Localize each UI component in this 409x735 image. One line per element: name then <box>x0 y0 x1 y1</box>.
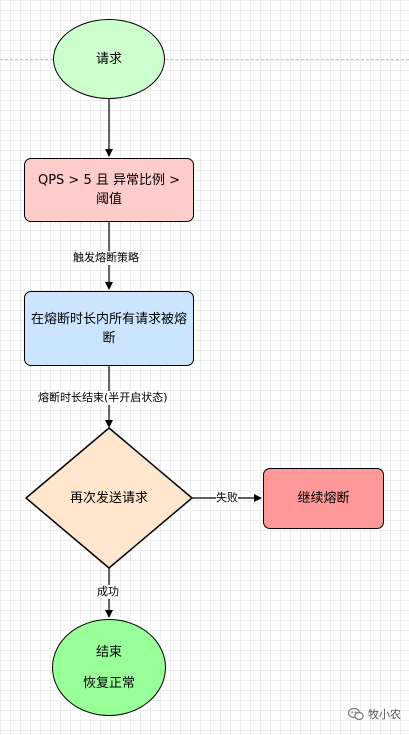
edge-label-trigger: 触发熔断策略 <box>73 251 139 265</box>
edge-label-success: 成功 <box>97 585 119 599</box>
wechat-icon <box>348 707 364 721</box>
condition-node-label: QPS > 5 且 异常比例 > 阈值 <box>37 173 181 207</box>
request-node: 请求 <box>53 19 165 99</box>
retry-diamond-shape <box>24 427 194 569</box>
end-node: 结束 恢复正常 <box>52 619 166 716</box>
page-divider <box>0 59 409 60</box>
request-node-label: 请求 <box>95 51 122 67</box>
edge-label-fail: 失败 <box>216 491 238 505</box>
retry-node-label-wrap: 再次发送请求 <box>50 488 168 508</box>
edge-label-duration-end: 熔断时长结束(半开启状态) <box>38 391 168 405</box>
retry-node-label: 再次发送请求 <box>69 490 148 506</box>
watermark: 牧小农 <box>348 706 401 722</box>
circuit-open-node-label: 在熔断时长内所有请求被熔断 <box>30 311 187 346</box>
condition-node: QPS > 5 且 异常比例 > 阈值 <box>24 158 194 222</box>
watermark-text: 牧小农 <box>368 708 401 721</box>
continue-break-node-label: 继续熔断 <box>297 491 350 506</box>
circuit-open-node: 在熔断时长内所有请求被熔断 <box>24 291 194 366</box>
end-node-title: 结束 <box>95 644 122 660</box>
end-node-subtitle: 恢复正常 <box>82 675 135 691</box>
continue-break-node: 继续熔断 <box>263 468 384 529</box>
